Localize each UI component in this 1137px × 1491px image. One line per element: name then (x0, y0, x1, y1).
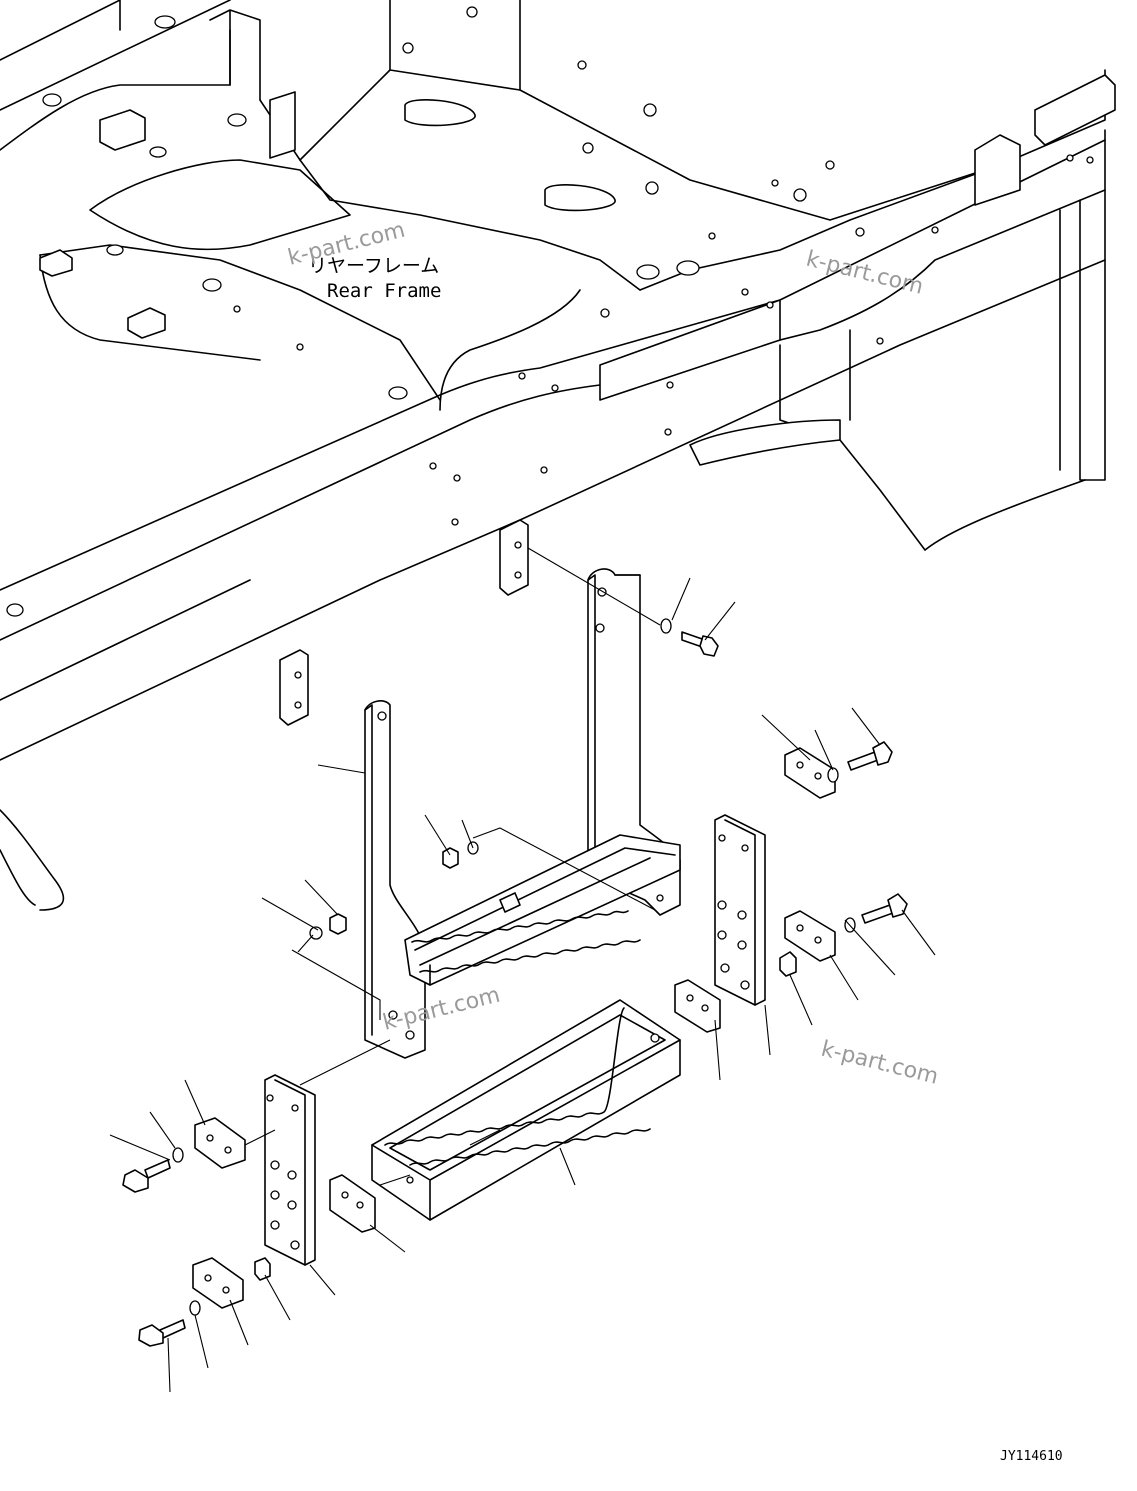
washer (189, 1300, 201, 1316)
washer (827, 767, 839, 783)
bolt (681, 631, 719, 657)
lower-step-tread (371, 999, 681, 1221)
fasteners (122, 618, 908, 1347)
left-side-plate (264, 1074, 316, 1266)
bolt (122, 1159, 171, 1193)
watermark: k-part.com (819, 1037, 941, 1090)
bolt (138, 1319, 186, 1347)
collar (254, 1257, 271, 1281)
rear-frame-label-jp: リヤーフレーム (308, 255, 439, 277)
collar (779, 951, 797, 977)
washer (309, 926, 323, 940)
step-bracket (364, 568, 681, 1059)
clamp-plates (192, 747, 836, 1309)
right-side-plate (714, 814, 766, 1006)
nut (329, 913, 347, 935)
bolt (847, 741, 893, 771)
rear-frame-label-en: Rear Frame (327, 280, 441, 302)
drawing-code: JY114610 (1000, 1449, 1063, 1464)
washer (172, 1147, 184, 1163)
washer (660, 618, 672, 634)
watermark: k-part.com (804, 247, 926, 300)
nut (442, 847, 459, 869)
bolt (861, 893, 908, 924)
leader-lines (109, 547, 936, 1393)
rear-frame (0, 0, 1116, 911)
